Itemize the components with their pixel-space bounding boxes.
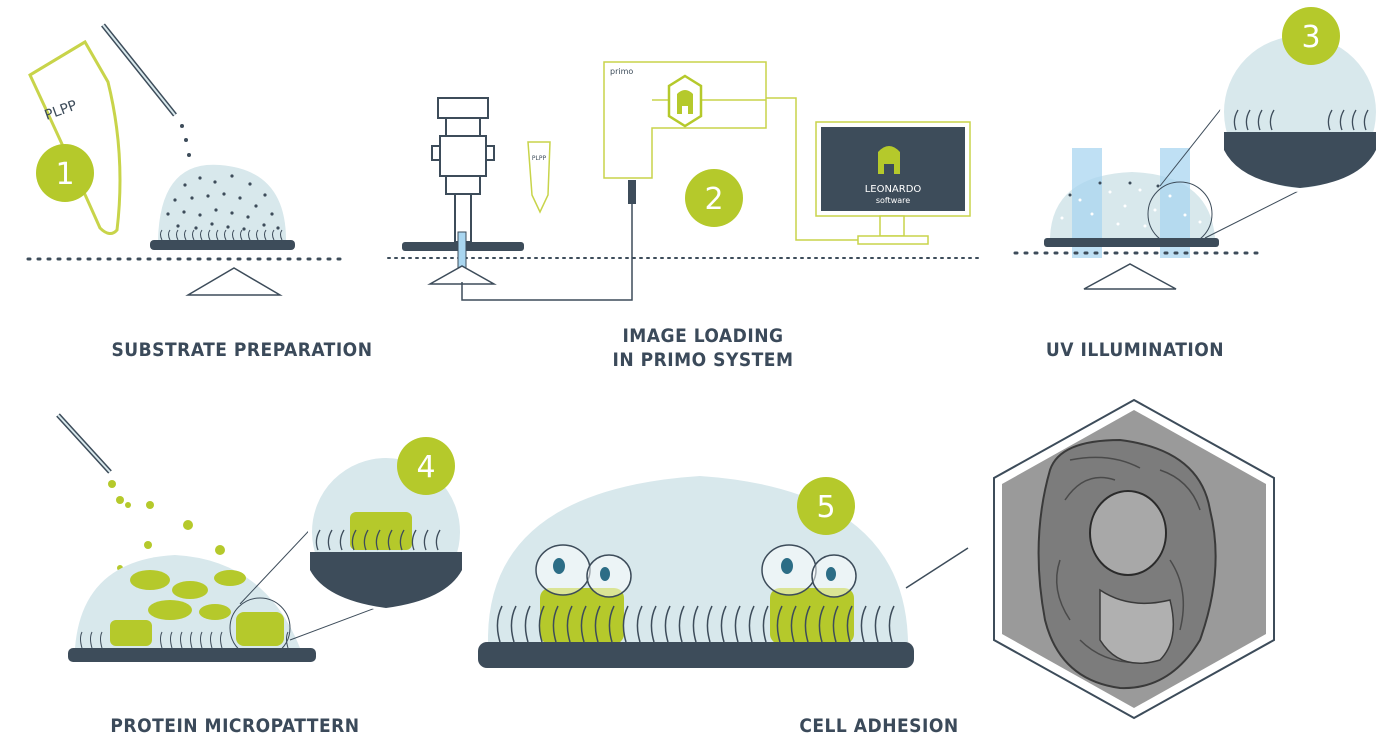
caption-line: SUBSTRATE PREPARATION [111, 339, 373, 361]
caption-line: IMAGE LOADING [622, 325, 784, 347]
drop-dome [158, 164, 286, 240]
substrate-slide [150, 240, 295, 250]
step-4-number: 4 [416, 450, 435, 485]
plpp-tube-icon [28, 39, 122, 235]
step-2-number: 2 [704, 182, 723, 217]
step-2-badge [685, 169, 743, 227]
step-4-illustration: 4 [56, 413, 464, 662]
software-name: LEONARDO [865, 184, 922, 195]
cell-icon [761, 544, 817, 596]
step-3-illustration: 3 [1013, 7, 1380, 290]
step-5-illustration: 5 [478, 398, 1275, 720]
microscope-icon [431, 97, 495, 243]
cell-micrograph [993, 398, 1275, 720]
step-4-badge [397, 437, 455, 495]
objective-triangle [185, 267, 283, 296]
caption-line: UV ILLUMINATION [1045, 339, 1225, 361]
step-1-illustration: PLPP 1 [26, 23, 350, 296]
step-1-number: 1 [55, 157, 74, 192]
cell-icon [811, 554, 857, 598]
step-2-caption: IMAGE LOADING IN PRIMO SYSTEM [543, 324, 863, 372]
cell-icon [535, 544, 591, 596]
caption-line: CELL ADHESION [799, 715, 959, 737]
device-label: primo [610, 67, 633, 76]
step-5-number: 5 [816, 490, 835, 525]
step-4-caption: PROTEIN MICROPATTERN [75, 714, 395, 738]
caption-line: PROTEIN MICROPATTERN [110, 715, 360, 737]
step-1-caption: SUBSTRATE PREPARATION [82, 338, 402, 362]
step-5-badge [797, 477, 855, 535]
software-sub: software [876, 196, 910, 205]
monitor-icon: LEONARDO software [815, 121, 971, 245]
zoom-circle-3 [1220, 32, 1380, 192]
step-1-badge [36, 144, 94, 202]
step-3-number: 3 [1301, 20, 1320, 55]
step-5-caption: CELL ADHESION [719, 714, 1039, 738]
caption-line: IN PRIMO SYSTEM [612, 349, 794, 371]
step-2-illustration: PLPP primo LEONARDO software 2 [387, 61, 981, 301]
step-3-caption: UV ILLUMINATION [975, 338, 1295, 362]
small-tube-label: PLPP [532, 155, 547, 162]
small-plpp-tube-icon [527, 141, 551, 214]
particles [166, 174, 280, 231]
cell-icon [586, 554, 632, 598]
step-3-badge [1282, 7, 1340, 65]
nucleus [1089, 490, 1167, 576]
